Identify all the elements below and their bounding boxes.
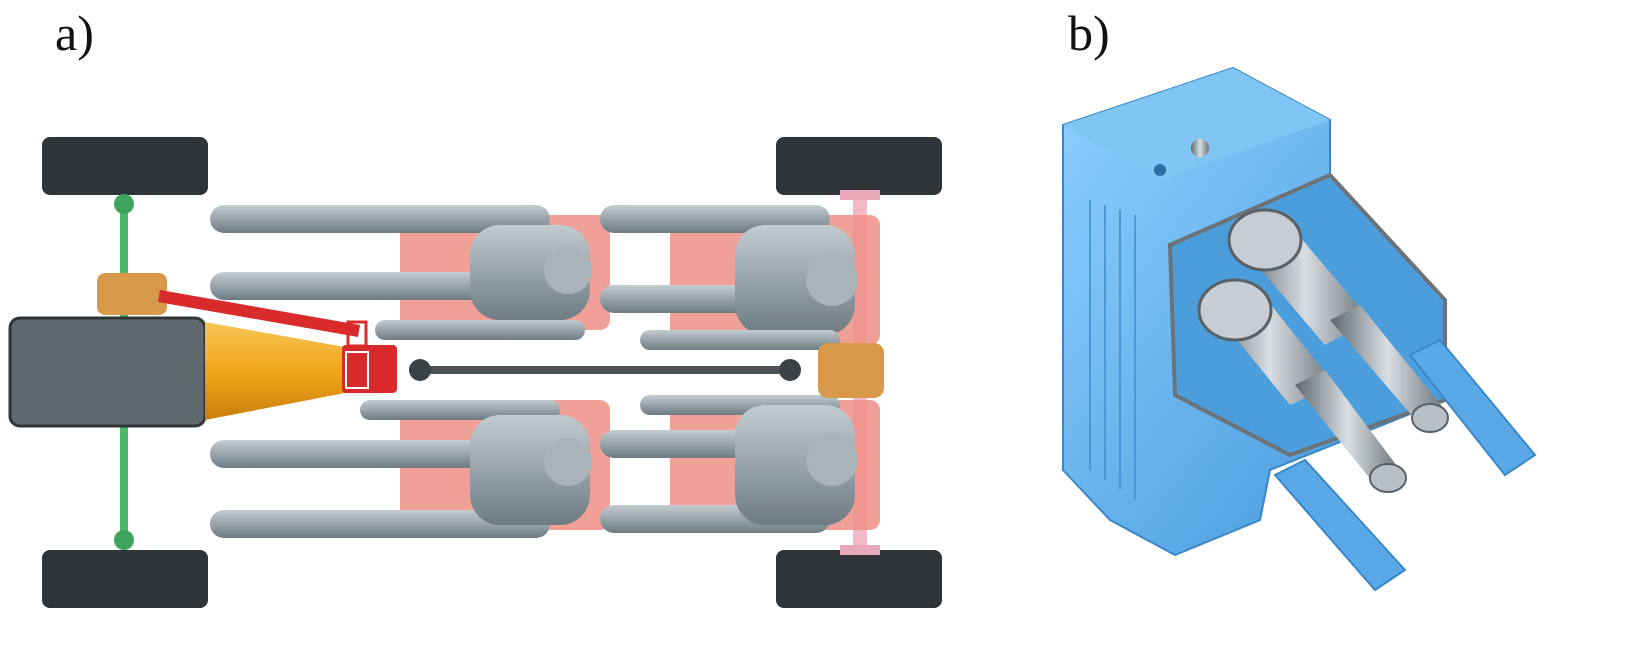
mounting-rail-right bbox=[1408, 338, 1537, 477]
front-hub bbox=[97, 273, 167, 315]
mannequin-front-lower bbox=[210, 400, 592, 538]
gearbox-top-face bbox=[1063, 68, 1330, 180]
mannequin-front-upper bbox=[210, 205, 592, 340]
tire-rear-left bbox=[776, 137, 942, 195]
panel-a-label: a) bbox=[55, 5, 94, 61]
gear-unit bbox=[342, 320, 397, 393]
tire-front-left bbox=[42, 137, 208, 195]
mannequin-rear-upper bbox=[600, 205, 858, 350]
tire-rear-right bbox=[776, 550, 942, 608]
gear-shaft-lower bbox=[1197, 278, 1407, 493]
vehicle-diagram bbox=[8, 137, 942, 608]
engine-block bbox=[8, 316, 207, 428]
transmission-cone bbox=[205, 322, 350, 420]
gear-shaft-upper bbox=[1227, 208, 1449, 433]
red-link bbox=[158, 290, 360, 337]
mannequin-rear-lower bbox=[600, 395, 858, 533]
panel-b-label: b) bbox=[1068, 5, 1110, 61]
mounting-rail-left bbox=[1273, 458, 1407, 592]
rear-differential bbox=[818, 343, 884, 398]
housing-ribs bbox=[1089, 200, 1136, 500]
tire-front-right bbox=[42, 550, 208, 608]
top-bolt bbox=[1191, 139, 1209, 157]
gearbox-illustration bbox=[1062, 66, 1537, 592]
top-hole bbox=[1154, 164, 1166, 176]
drive-shaft bbox=[409, 359, 801, 381]
